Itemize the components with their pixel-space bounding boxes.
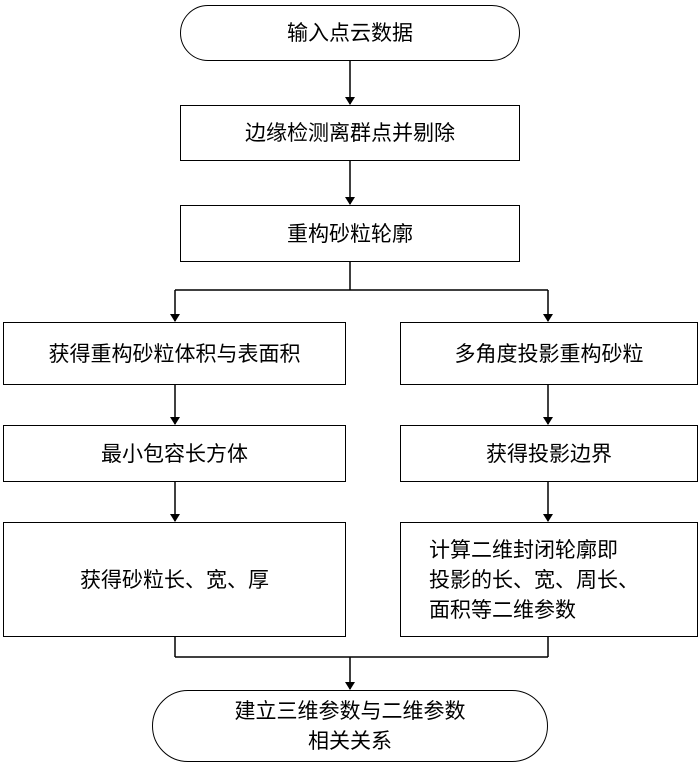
node-dimensions-label: 获得砂粒长、宽、厚 <box>80 567 269 592</box>
node-params2d-line-2: 投影的长、宽、周长、 <box>429 567 639 592</box>
node-correlation: 建立三维参数与二维参数 相关关系 <box>152 690 548 762</box>
node-outlier: 边缘检测离群点并剔除 <box>180 105 520 161</box>
node-volume: 获得重构砂粒体积与表面积 <box>3 322 346 385</box>
node-params2d-line-1: 计算二维封闭轮廓即 <box>429 537 618 562</box>
node-projection: 多角度投影重构砂粒 <box>400 322 698 385</box>
node-volume-label: 获得重构砂粒体积与表面积 <box>48 341 301 366</box>
node-correlation-line-1: 建立三维参数与二维参数 <box>234 699 466 723</box>
node-boundary: 获得投影边界 <box>400 425 698 482</box>
node-reconstruct-label: 重构砂粒轮廓 <box>287 221 413 246</box>
node-boundary-label: 获得投影边界 <box>486 441 612 466</box>
node-outlier-label: 边缘检测离群点并剔除 <box>245 121 455 145</box>
node-dimensions: 获得砂粒长、宽、厚 <box>3 522 346 637</box>
node-reconstruct: 重构砂粒轮廓 <box>180 205 520 262</box>
node-projection-label: 多角度投影重构砂粒 <box>454 341 644 366</box>
node-params2d-line-3: 面积等二维参数 <box>429 597 576 622</box>
node-bounding-box-label: 最小包容长方体 <box>101 441 248 466</box>
node-input-label: 输入点云数据 <box>287 21 413 45</box>
node-params2d: 计算二维封闭轮廓即 投影的长、宽、周长、 面积等二维参数 <box>400 522 698 637</box>
node-correlation-line-2: 相关关系 <box>308 729 392 753</box>
node-input: 输入点云数据 <box>180 5 520 61</box>
node-bounding-box: 最小包容长方体 <box>3 425 346 482</box>
